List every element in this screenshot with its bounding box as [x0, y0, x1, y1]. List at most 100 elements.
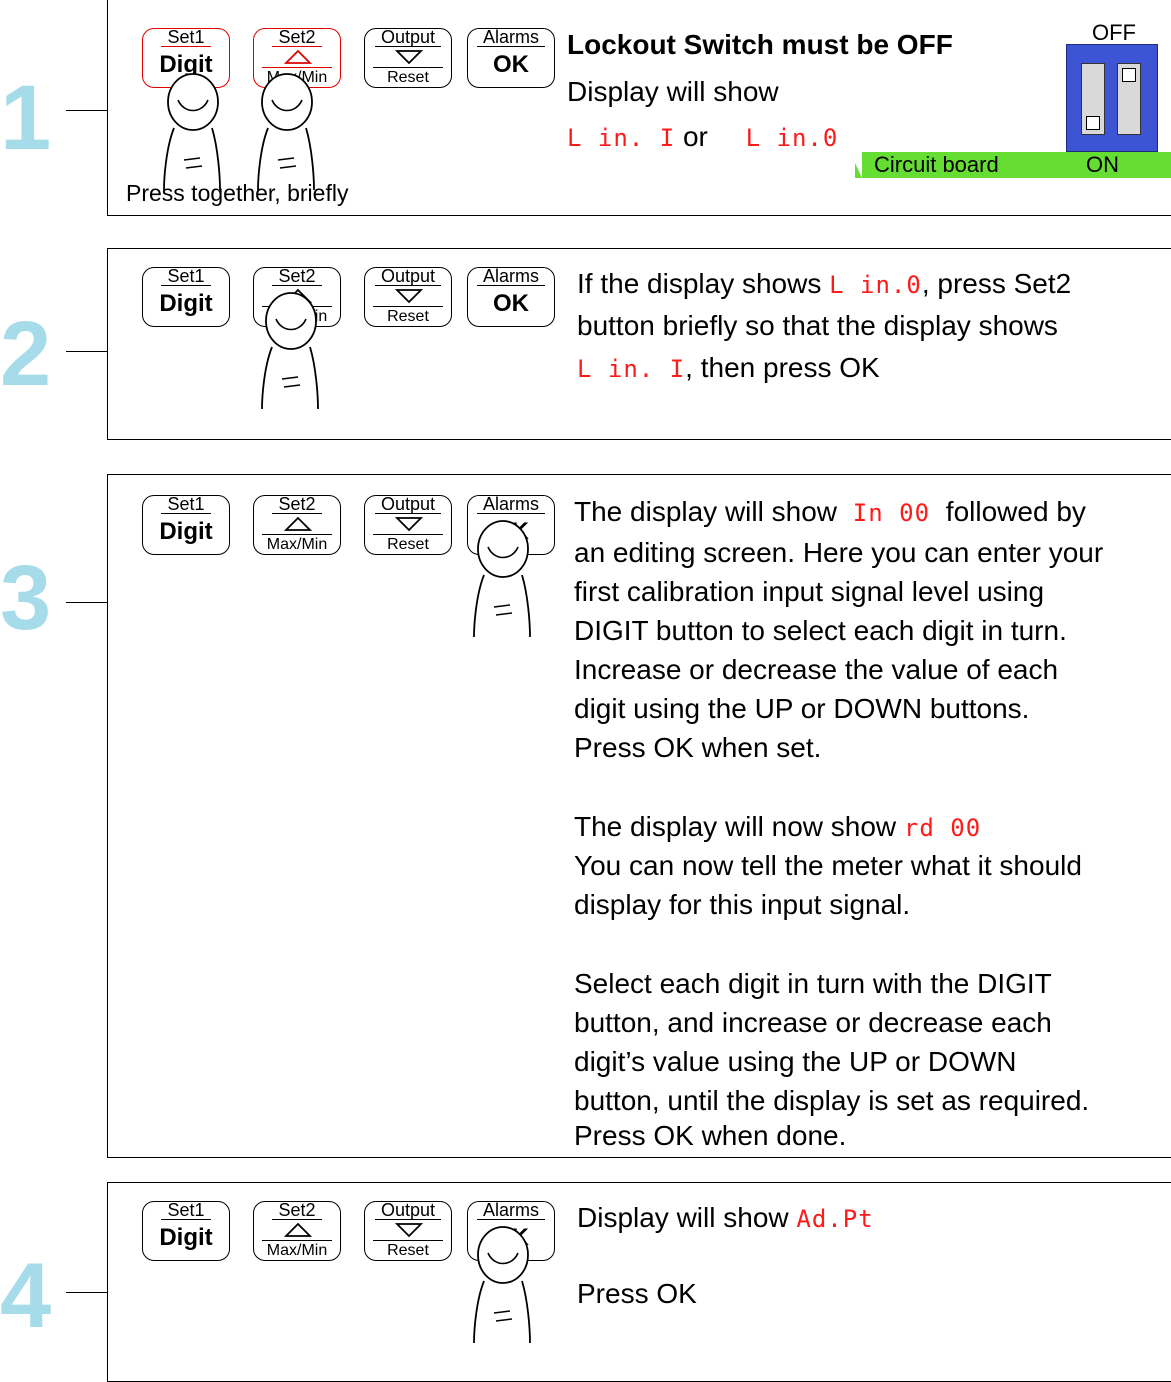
alarms-ok-button[interactable]: Alarms OK	[467, 28, 555, 88]
step-panel-3: Set1 Digit Set2 Max/Min Output Reset Ala…	[107, 474, 1171, 1158]
set1-label: Set1	[161, 495, 211, 514]
set2-label: Set2	[272, 495, 322, 514]
digit-label: Digit	[159, 518, 213, 545]
output-down-button[interactable]: Output Reset	[364, 28, 452, 88]
step-number-3: 3	[0, 547, 52, 649]
step2-line-1: If the display shows L in.0, press Set2	[577, 265, 1071, 304]
digit-label: Digit	[159, 1224, 213, 1251]
dip-knob-2	[1122, 68, 1136, 82]
step3-line-10: display for this input signal.	[574, 889, 911, 920]
step3-line-3: first calibration input signal level usi…	[574, 576, 1045, 607]
display-will-show-text: Display will show	[567, 76, 779, 107]
alarms-ok-button[interactable]: Alarms OK	[467, 267, 555, 327]
ok-label: OK	[493, 51, 529, 78]
output-label: Output	[374, 1201, 442, 1220]
text-span: followed by	[938, 496, 1086, 527]
step-leader-line	[66, 351, 108, 352]
switch-off-label: OFF	[1092, 20, 1136, 45]
up-arrow-icon	[284, 516, 312, 531]
set2-up-button[interactable]: Set2 Max/Min	[253, 495, 341, 555]
display-values-line: L in. I or L in.0	[567, 118, 838, 157]
finger-press-icon	[473, 520, 531, 637]
step-leader-line	[66, 110, 108, 111]
text-span: Display will show	[577, 1202, 797, 1233]
set2-label: Set2	[272, 28, 322, 47]
down-arrow-icon	[395, 289, 423, 304]
down-arrow-icon	[395, 1223, 423, 1238]
set1-label: Set1	[161, 28, 211, 47]
set1-label: Set1	[161, 1201, 211, 1220]
step3-line-15: Press OK when done.	[574, 1120, 847, 1151]
text-span: The display will now show	[574, 811, 904, 842]
segment-display-value: rd 00	[903, 814, 982, 842]
alarms-label: Alarms	[476, 1201, 545, 1220]
circuit-board-edge	[850, 152, 862, 178]
max-min-label: Max/Min	[262, 1240, 332, 1260]
output-label: Output	[374, 267, 442, 286]
step-number-2: 2	[0, 303, 52, 405]
set2-label: Set2	[272, 267, 322, 286]
step2-line-2: button briefly so that the display shows	[577, 310, 1058, 341]
text-span: , then press OK	[685, 352, 880, 383]
step2-line-3: L in. I, then press OK	[577, 349, 880, 388]
step3-line-2: an editing screen. Here you can enter yo…	[574, 537, 1104, 568]
step3-line-4: DIGIT button to select each digit in tur…	[574, 615, 1067, 646]
step3-line-9: You can now tell the meter what it shoul…	[574, 850, 1082, 881]
set1-digit-button[interactable]: Set1 Digit	[142, 267, 230, 327]
or-text: or	[682, 121, 708, 152]
digit-label: Digit	[159, 290, 213, 317]
finger-press-icon	[261, 292, 319, 409]
output-label: Output	[374, 28, 442, 47]
circuit-board-label: Circuit board	[874, 152, 999, 177]
set1-digit-button[interactable]: Set1 Digit	[142, 1201, 230, 1261]
segment-display-value: L in. I	[567, 124, 676, 152]
down-arrow-icon	[395, 50, 423, 65]
segment-display-value: In 00	[852, 499, 931, 527]
set2-up-button[interactable]: Set2 Max/Min	[253, 1201, 341, 1261]
reset-label: Reset	[373, 67, 443, 87]
segment-display-value: L in.0	[745, 124, 839, 152]
text-span: , press Set2	[921, 268, 1072, 299]
digit-label: Digit	[159, 51, 213, 78]
alarms-label: Alarms	[476, 267, 545, 286]
text-span: If the display shows	[577, 268, 830, 299]
down-arrow-icon	[395, 517, 423, 532]
switch-on-label: ON	[1086, 152, 1119, 177]
step-panel-2: Set1 Digit Set2 Max/Min Output Reset Ala…	[107, 248, 1171, 440]
set2-label: Set2	[272, 1201, 322, 1220]
step-panel-4: Set1 Digit Set2 Max/Min Output Reset Ala…	[107, 1182, 1171, 1382]
set1-label: Set1	[161, 267, 211, 286]
step4-line-2: Press OK	[577, 1278, 697, 1309]
output-down-button[interactable]: Output Reset	[364, 267, 452, 327]
finger-press-icon	[163, 73, 221, 190]
step3-line-14: button, until the display is set as requ…	[574, 1085, 1090, 1116]
text-span: The display will show	[574, 496, 845, 527]
step-number-4: 4	[0, 1245, 52, 1347]
output-down-button[interactable]: Output Reset	[364, 495, 452, 555]
step3-line-11: Select each digit in turn with the DIGIT	[574, 968, 1052, 999]
finger-press-icon	[473, 1226, 531, 1343]
step3-line-13: digit’s value using the UP or DOWN	[574, 1046, 1017, 1077]
step-leader-line	[66, 602, 108, 603]
segment-display-value: L in. I	[577, 355, 686, 383]
alarms-label: Alarms	[476, 495, 545, 514]
reset-label: Reset	[373, 306, 443, 326]
output-label: Output	[374, 495, 442, 514]
segment-display-value: L in.0	[829, 271, 922, 299]
press-together-caption: Press together, briefly	[126, 180, 349, 206]
segment-display-value: Ad.Pt	[796, 1205, 874, 1233]
ok-label: OK	[493, 290, 529, 317]
set1-digit-button[interactable]: Set1 Digit	[142, 495, 230, 555]
up-arrow-icon	[284, 49, 312, 64]
lockout-dip-switch	[1066, 44, 1158, 152]
finger-press-icon	[257, 73, 315, 190]
step3-line-1: The display will show In 00 followed by	[574, 493, 1086, 532]
step3-line-12: button, and increase or decrease each	[574, 1007, 1052, 1038]
max-min-label: Max/Min	[262, 534, 332, 554]
step3-line-5: Increase or decrease the value of each	[574, 654, 1059, 685]
dip-knob-1	[1086, 116, 1100, 130]
step-panel-1: Set1 Digit Set2 Max/Min Output Reset Ala…	[107, 0, 1171, 216]
dip-slot-2	[1117, 63, 1141, 135]
reset-label: Reset	[373, 1240, 443, 1260]
output-down-button[interactable]: Output Reset	[364, 1201, 452, 1261]
